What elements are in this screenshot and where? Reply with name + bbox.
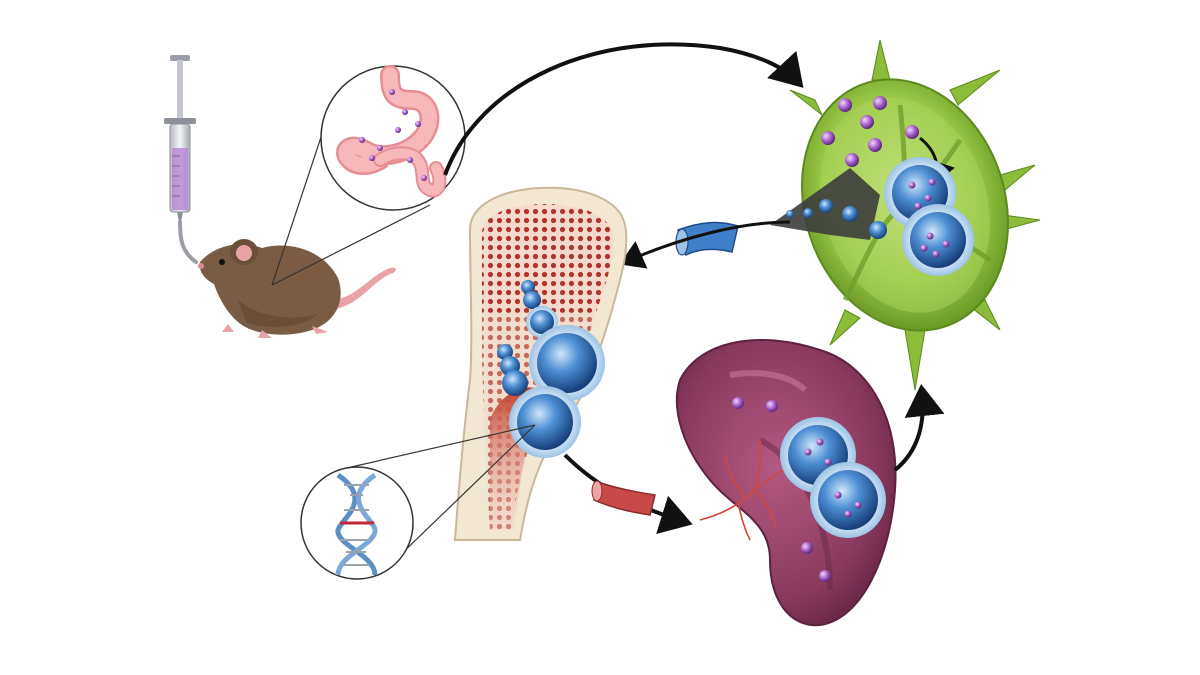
dna-zoom-circle bbox=[300, 466, 414, 580]
arrow-lymph-to-bone bbox=[619, 220, 791, 269]
red-vessel-icon bbox=[591, 480, 656, 516]
syringe-icon bbox=[164, 55, 198, 264]
spleen-blood-vessels bbox=[699, 439, 793, 541]
small-cells-vessel bbox=[786, 199, 887, 239]
arrow-stomach-to-lymph bbox=[443, 42, 804, 176]
mouse-icon bbox=[198, 239, 396, 338]
arrow-bone-to-spleen bbox=[563, 453, 693, 534]
spleen-icon bbox=[675, 339, 897, 627]
particle-dots-stomach bbox=[359, 89, 427, 181]
stomach-zoom-circle bbox=[320, 65, 466, 211]
particle-dots-spleen bbox=[732, 397, 831, 582]
arrow-spleen-to-lymph bbox=[893, 384, 945, 472]
immune-cells-spleen bbox=[780, 417, 886, 538]
particle-dots-lymph bbox=[821, 96, 919, 167]
dna-zoom-lines bbox=[337, 424, 536, 561]
immune-cells-lymph bbox=[884, 157, 974, 276]
dna-icon bbox=[335, 472, 378, 576]
stem-cells-bone bbox=[497, 280, 605, 458]
